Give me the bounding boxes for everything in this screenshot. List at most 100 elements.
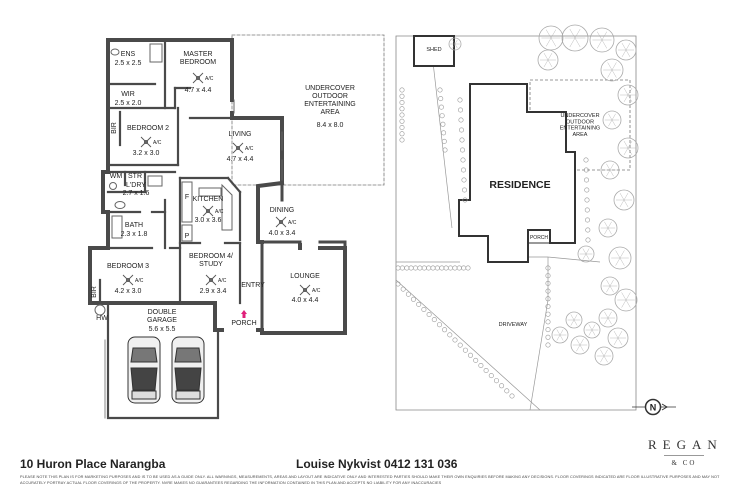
wir-dims: 2.5 x 2.0: [115, 100, 142, 107]
tree-icon: [614, 288, 638, 312]
tree-icon: [565, 311, 583, 329]
ceiling-fan-icon: A/C: [202, 205, 224, 217]
ac-label: A/C: [215, 209, 224, 215]
tree-icon: [448, 37, 462, 51]
tree-icon: [551, 326, 569, 344]
ceiling-fan-icon: A/C: [299, 284, 321, 296]
outer-walls: [88, 38, 347, 335]
trees: [448, 24, 639, 366]
bedroom4-dims: 2.9 x 3.4: [200, 288, 227, 295]
hedge: [395, 87, 591, 399]
ac-label: A/C: [205, 76, 214, 82]
undercover-area-outline: [231, 34, 385, 186]
tree-icon: [589, 27, 615, 53]
ceiling-fan-icon: A/C: [122, 274, 144, 286]
ceiling-fan-icon: A/C: [232, 142, 254, 154]
tree-icon: [600, 160, 620, 180]
wir-label: WIR: [121, 91, 135, 98]
ldry-label: L'DRY: [126, 182, 146, 189]
tree-icon: [583, 321, 601, 339]
bath-dims: 2.3 x 1.8: [121, 231, 148, 238]
lounge-label: LOUNGE: [290, 273, 320, 280]
kitchen-benches: [181, 181, 233, 242]
ceiling-fans: A/C A/C A/C A/C A/C A/C A/C A/C: [122, 72, 321, 296]
tree-icon: [577, 245, 595, 263]
north-label: N: [650, 403, 657, 413]
bathroom-fixtures: [94, 43, 163, 316]
porch-marker: [241, 310, 247, 318]
driveway-label: DRIVEWAY: [499, 322, 528, 328]
tree-icon: [607, 327, 629, 349]
floor-plan: [88, 34, 385, 420]
dining-label: DINING: [270, 207, 295, 214]
bedroom3-label: BEDROOM 3: [107, 263, 149, 270]
car-left: [127, 336, 161, 404]
ceiling-fan-icon: A/C: [140, 136, 162, 148]
ac-label: A/C: [312, 288, 321, 294]
tree-icon: [617, 84, 639, 106]
ac-label: A/C: [135, 278, 144, 284]
garage-walls: [106, 301, 220, 420]
tree-icon: [594, 346, 614, 366]
tree-icon: [598, 218, 618, 238]
bedroom2-dims: 3.2 x 3.0: [133, 150, 160, 157]
bedroom2-label: BEDROOM 2: [127, 125, 169, 132]
brand-name: REGAN: [648, 437, 723, 452]
fridge-label: F: [185, 194, 189, 201]
ceiling-fan-icon: A/C: [205, 274, 227, 286]
tree-icon: [600, 58, 624, 82]
bath-label: BATH: [125, 222, 143, 229]
bir-top-label: BIR: [111, 122, 118, 134]
residence-label: RESIDENCE: [489, 179, 550, 191]
shed: [413, 35, 455, 67]
tree-icon: [608, 246, 632, 270]
tree-icon: [570, 335, 590, 355]
str-label: STR: [128, 173, 142, 180]
kitchen-dims: 3.0 x 3.6: [195, 217, 222, 224]
brand-logo: REGAN & CO: [648, 437, 720, 467]
site-porch-label: PORCH: [530, 235, 548, 241]
tree-icon: [538, 25, 564, 51]
ceiling-fan-icon: A/C: [275, 216, 297, 228]
interior-walls: [98, 38, 242, 305]
master-bedroom-dims: 4.7 x 4.4: [185, 87, 212, 94]
property-address: 10 Huron Place Narangba: [20, 457, 166, 471]
agent-contact: Louise Nykvist 0412 131 036: [296, 457, 458, 471]
site-porch: [527, 229, 551, 244]
bir-bottom-label: BIR: [91, 286, 98, 298]
kitchen-label: KITCHEN: [193, 196, 224, 203]
tree-icon: [537, 49, 559, 71]
hw-label: HW: [96, 315, 108, 322]
porch-label: PORCH: [231, 320, 256, 327]
garage-dims: 5.6 x 5.5: [149, 326, 176, 333]
brand-sub: & CO: [671, 459, 697, 467]
tree-icon: [600, 276, 620, 296]
entry-label: ENTRY: [241, 282, 265, 289]
ens-label: ENS: [121, 51, 136, 58]
wm-label: WM: [110, 173, 123, 180]
tree-icon: [613, 189, 635, 211]
living-dims: 4.7 x 4.4: [227, 156, 254, 163]
ac-label: A/C: [153, 140, 162, 146]
bedroom4-label: BEDROOM 4/STUDY: [189, 253, 233, 268]
ceiling-fan-icon: A/C: [192, 72, 214, 84]
tree-icon: [598, 308, 618, 328]
living-label: LIVING: [229, 131, 252, 138]
ldry-dims: 2.7 x 1.6: [123, 190, 150, 197]
residence-footprint: [458, 83, 576, 263]
pantry-label: P: [185, 233, 190, 240]
lounge-dims: 4.0 x 4.4: [292, 297, 319, 304]
north-arrow: N: [632, 398, 676, 416]
dining-dims: 4.0 x 3.4: [269, 230, 296, 237]
ac-label: A/C: [245, 146, 254, 152]
undercover-dims: 8.4 x 8.0: [317, 122, 344, 129]
ac-label: A/C: [288, 220, 297, 226]
car-right: [171, 336, 205, 404]
